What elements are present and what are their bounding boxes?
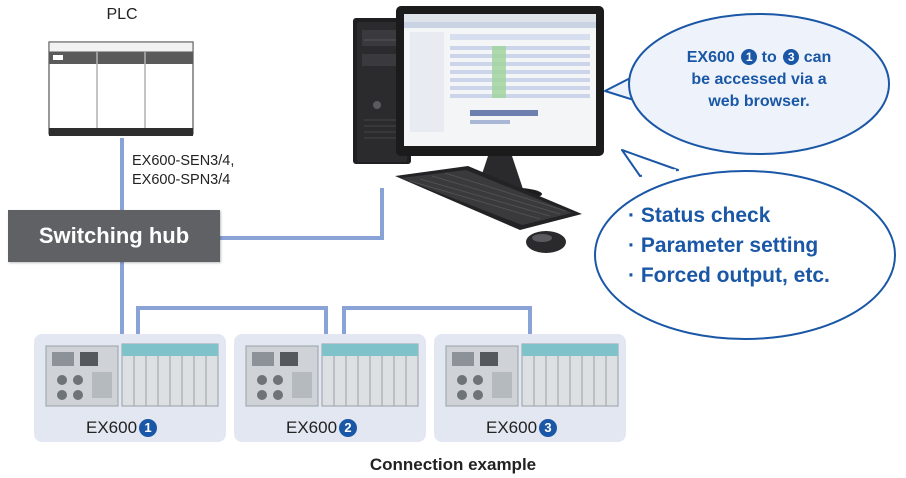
feature-status-check: Status check [628,201,830,231]
ex600-module-icon [45,343,619,407]
model-label-line-2: EX600-SPN3/4 [132,172,231,188]
number-3-badge: 3 [539,419,558,437]
web-access-middle: to [761,49,777,66]
web-access-line-1: EX600 1 to 3 can [652,47,866,69]
web-access-bubble [604,13,890,155]
number-1-badge: 1 [741,49,758,65]
link-unit1-unit2 [136,306,328,336]
figure-caption: Connection example [369,455,537,474]
switching-hub: Switching hub [8,210,220,262]
number-2-badge: 2 [339,419,358,437]
ex600-unit-3-text: EX600 [486,418,538,437]
ex600-unit-1-text: EX600 [86,418,138,437]
web-access-prefix: EX600 [686,49,735,66]
model-label-line-1: EX600-SEN3/4, [132,153,235,169]
network-links [120,138,532,336]
web-access-text: EX600 1 to 3 can be accessed via a web b… [652,47,866,113]
link-hub-pc [220,188,384,240]
link-unit2-unit3 [342,306,532,336]
keyboard-icon [395,166,582,230]
monitor-icon [396,6,604,201]
number-1-badge: 1 [139,419,158,437]
mouse-icon [526,231,566,253]
web-access-line-2: be accessed via a [691,71,827,88]
model-label: EX600-SEN3/4, EX600-SPN3/4 [132,152,234,190]
ex600-unit-2-text: EX600 [286,418,338,437]
plc-label: PLC [106,6,138,23]
web-access-suffix: can [803,49,832,66]
number-3-badge: 3 [783,49,800,65]
feature-parameter-setting: Parameter setting [628,231,830,261]
features-list: Status check Parameter setting Forced ou… [628,201,830,291]
web-access-line-3: web browser. [708,93,810,110]
plc-icon [48,41,194,136]
feature-forced-output: Forced output, etc. [628,261,830,291]
